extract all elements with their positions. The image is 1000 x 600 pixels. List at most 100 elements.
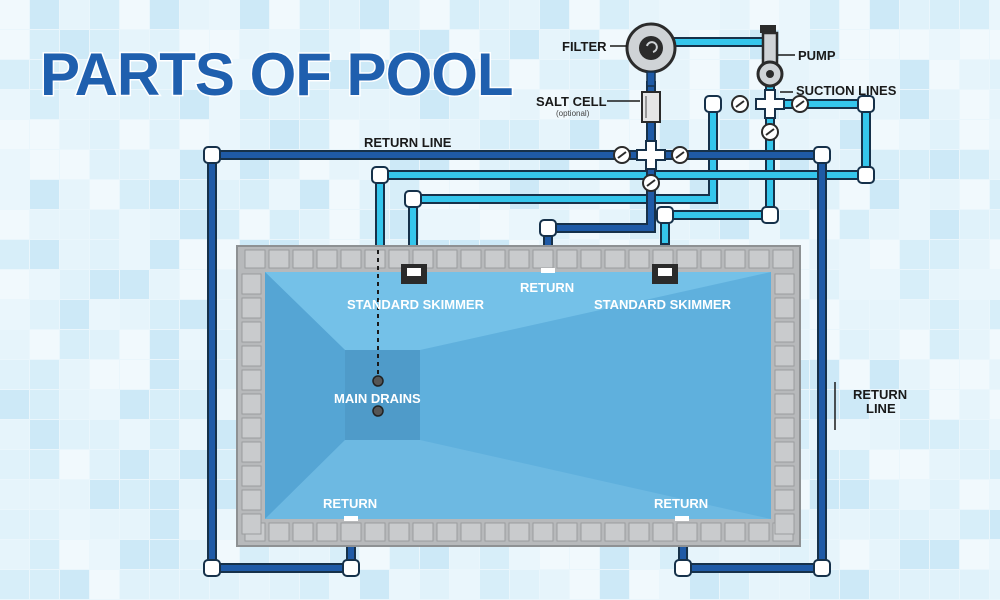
bg-tile <box>780 0 809 29</box>
coping-tile <box>316 249 338 269</box>
bg-tile <box>840 210 869 239</box>
label-suction-lines: SUCTION LINES <box>796 83 897 98</box>
bg-tile <box>60 480 89 509</box>
bg-tile <box>960 120 989 149</box>
bg-tile <box>870 210 899 239</box>
coping-tile <box>676 522 698 542</box>
bg-tile <box>60 300 89 329</box>
pipe-elbow-fitting <box>857 95 875 113</box>
bg-tile <box>90 510 119 539</box>
return-jet-center <box>541 268 555 273</box>
bg-tile <box>990 60 1000 89</box>
valves <box>613 95 809 192</box>
coping-tile <box>364 249 386 269</box>
bg-tile <box>360 30 389 59</box>
bg-tile <box>360 60 389 89</box>
bg-tile <box>810 60 839 89</box>
deep-end-area <box>345 350 420 440</box>
pipe-elbow-fitting <box>404 190 422 208</box>
bg-tile <box>150 540 179 569</box>
coping-tile <box>241 465 262 487</box>
bg-tile <box>60 570 89 599</box>
coping-tile <box>241 489 262 511</box>
bg-tile <box>930 540 959 569</box>
bg-tile <box>600 0 629 29</box>
bg-tile <box>180 210 209 239</box>
bg-tile <box>840 540 869 569</box>
bg-tile <box>240 30 269 59</box>
bg-tile <box>600 60 629 89</box>
bg-tile <box>960 330 989 359</box>
bg-tile <box>930 480 959 509</box>
coping-tile <box>556 522 578 542</box>
bg-tile <box>120 390 149 419</box>
bg-tile <box>30 570 59 599</box>
bg-tile <box>810 30 839 59</box>
label-return-line-side-1: RETURN <box>853 387 907 402</box>
bg-tile <box>240 180 269 209</box>
bg-tile <box>870 570 899 599</box>
bg-tile <box>660 90 689 119</box>
bg-tile <box>510 30 539 59</box>
coping-tile <box>580 249 602 269</box>
coping-tile <box>484 249 506 269</box>
bg-tile <box>900 360 929 389</box>
bg-tile <box>960 60 989 89</box>
bg-tile <box>990 210 1000 239</box>
filter <box>625 22 677 87</box>
bg-tile <box>900 510 929 539</box>
bg-tile <box>510 120 539 149</box>
return-jet-bottom-left <box>344 516 358 521</box>
valve-handle <box>675 151 685 159</box>
valve-handle <box>795 100 805 108</box>
bg-tile <box>870 240 899 269</box>
bg-tile <box>90 0 119 29</box>
coping-tile <box>364 522 386 542</box>
bg-tile <box>60 210 89 239</box>
bg-tile <box>210 90 239 119</box>
bg-tile <box>270 570 299 599</box>
bg-tile <box>30 150 59 179</box>
bg-tile <box>480 90 509 119</box>
bg-tile <box>120 210 149 239</box>
bg-tile <box>150 120 179 149</box>
bg-tile <box>510 90 539 119</box>
coping-tile <box>774 465 795 487</box>
bg-tile <box>60 270 89 299</box>
bg-tile <box>60 90 89 119</box>
bg-tile <box>870 270 899 299</box>
bg-tile <box>180 330 209 359</box>
bg-tile <box>450 210 479 239</box>
coping-tile <box>508 249 530 269</box>
bg-tile <box>240 210 269 239</box>
bg-tile <box>240 570 269 599</box>
bg-tile <box>960 420 989 449</box>
bg-tile <box>180 420 209 449</box>
bg-tile <box>120 540 149 569</box>
bg-tile <box>870 60 899 89</box>
bg-tile <box>150 150 179 179</box>
bg-tile <box>0 360 29 389</box>
bg-tile <box>150 300 179 329</box>
bg-tile <box>30 90 59 119</box>
bg-tile <box>960 270 989 299</box>
bg-tile <box>990 30 1000 59</box>
bg-tile <box>570 570 599 599</box>
bg-tile <box>600 90 629 119</box>
bg-tile <box>270 60 299 89</box>
bg-tile <box>420 120 449 149</box>
bg-tile <box>690 60 719 89</box>
coping-tile <box>532 522 554 542</box>
bg-tile <box>120 120 149 149</box>
valve-handle <box>617 151 627 159</box>
bg-tile <box>840 510 869 539</box>
coping-tile <box>508 522 530 542</box>
bg-tile <box>270 210 299 239</box>
bg-tile <box>840 360 869 389</box>
main-drain-1 <box>372 375 384 387</box>
bg-tile <box>150 210 179 239</box>
bg-tile <box>990 360 1000 389</box>
bg-tile <box>480 30 509 59</box>
bg-tile <box>990 180 1000 209</box>
bg-tile <box>570 30 599 59</box>
